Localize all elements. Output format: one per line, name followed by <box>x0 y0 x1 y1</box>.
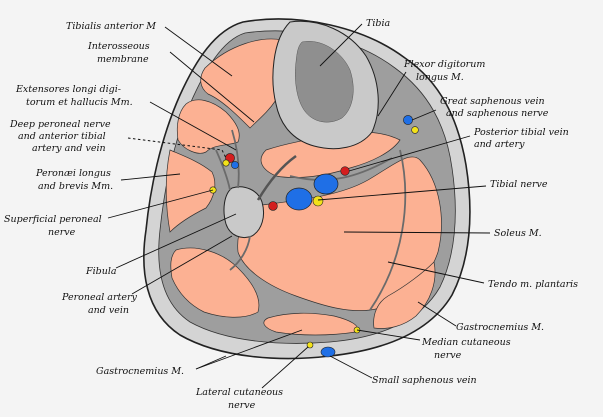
label-tibialis-anterior: Tibialis anterior M <box>66 21 156 32</box>
label-median-cutaneous-2: nerve <box>434 350 462 361</box>
label-peroneal-artery-1: Peroneal artery <box>61 292 137 303</box>
label-small-saphenous: Small saphenous vein <box>372 375 477 386</box>
gastrocnemius-left-muscle <box>170 247 260 318</box>
label-flexor-1: Flexor digitorum <box>403 59 485 70</box>
posterior-tibial-vein-1 <box>285 187 313 211</box>
label-soleus: Soleus M. <box>494 228 542 239</box>
label-deep-peroneal-2: and anterior tibial <box>18 131 106 142</box>
tibia-marrow <box>295 41 354 123</box>
label-posterior-tibial-2: and artery <box>474 139 525 150</box>
extensores-muscle <box>176 99 240 154</box>
label-interosseous-1: Interosseous <box>87 41 150 52</box>
saphenous-nerve <box>411 126 419 134</box>
label-gastrocnemius-right: Gastrocnemius M. <box>456 322 544 333</box>
septum-lines <box>215 129 407 311</box>
labels: Tibialis anterior M Tibia Interosseous m… <box>4 18 578 411</box>
label-great-saphenous-1: Great saphenous vein <box>440 96 545 107</box>
leader-lines <box>107 23 491 389</box>
label-peroneal-artery-2: and vein <box>88 305 129 316</box>
label-peronaei-1: Peronæi longus <box>35 168 111 179</box>
gastrocnemius-right-muscle <box>373 261 436 329</box>
label-posterior-tibial-1: Posterior tibial vein <box>473 127 569 138</box>
label-fibula: Fibula <box>85 266 117 277</box>
label-extensores-2: torum et hallucis Mm. <box>26 97 133 108</box>
lateral-cutaneous-nerve <box>306 341 314 349</box>
label-tibia: Tibia <box>366 18 390 29</box>
peroneal-artery <box>268 201 278 211</box>
label-lateral-cutaneous-1: Lateral cutaneous <box>195 387 283 398</box>
small-saphenous-vein <box>320 346 336 358</box>
deep-peroneal-nerve <box>222 159 230 167</box>
great-saphenous-vein <box>403 115 413 125</box>
label-gastrocnemius-left: Gastrocnemius M. <box>96 366 184 377</box>
label-interosseous-2: membrane <box>97 54 149 65</box>
fibula-bone <box>223 186 265 238</box>
label-tibial-nerve: Tibial nerve <box>490 179 548 190</box>
label-great-saphenous-2: and saphenous nerve <box>446 108 549 119</box>
label-deep-peroneal-3: artery and vein <box>32 143 106 154</box>
label-median-cutaneous-1: Median cutaneous <box>421 337 511 348</box>
anterior-tibial-vein <box>231 161 239 169</box>
label-superficial-peroneal-1: Superficial peroneal <box>4 214 102 225</box>
label-tendo: Tendo m. plantaris <box>488 279 578 290</box>
tibialis-anterior-muscle <box>200 38 283 129</box>
posterior-tibial-vein-2 <box>313 173 339 195</box>
label-peronaei-2: and brevis Mm. <box>38 181 113 192</box>
label-lateral-cutaneous-2: nerve <box>228 400 256 411</box>
posterior-tibial-artery <box>340 166 350 176</box>
label-deep-peroneal-1: Deep peroneal nerve <box>9 119 111 130</box>
label-flexor-2: longus M. <box>416 72 464 83</box>
label-extensores-1: Extensores longi digi- <box>15 84 121 95</box>
interosseous-membrane <box>256 154 297 201</box>
label-superficial-peroneal-2: nerve <box>48 227 76 238</box>
tibial-nerve <box>312 195 324 207</box>
